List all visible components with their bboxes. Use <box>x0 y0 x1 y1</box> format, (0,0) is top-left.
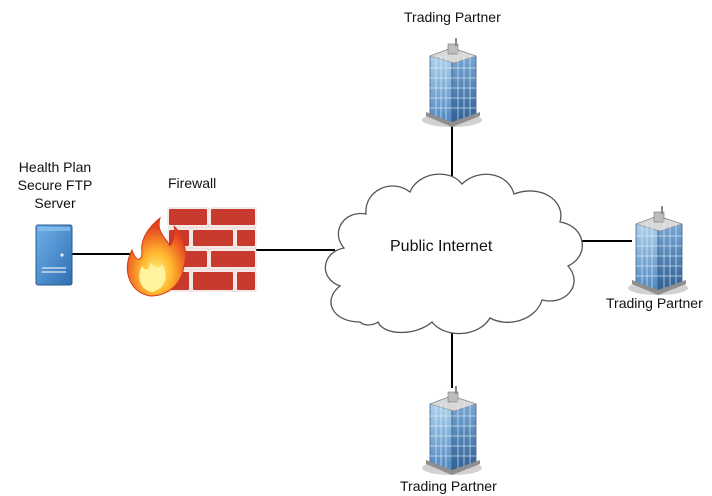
server-label-line-1: Health Plan <box>18 159 92 175</box>
cloud-icon <box>324 173 583 335</box>
building-icon <box>421 385 483 476</box>
building-icon <box>627 205 689 296</box>
trading-partner-bottom-label: Trading Partner <box>400 478 497 494</box>
firewall-icon <box>126 207 257 297</box>
server-icon <box>35 224 73 286</box>
internet-label: Public Internet <box>390 238 493 255</box>
server-label: Health Plan Secure FTP Server <box>6 158 104 212</box>
server-label-line-2: Secure FTP <box>17 177 93 193</box>
trading-partner-top-label: Trading Partner <box>404 9 501 25</box>
building-icon <box>421 37 483 128</box>
trading-partner-right-label: Trading Partner <box>606 295 703 311</box>
firewall-label: Firewall <box>168 175 217 191</box>
connections <box>72 118 632 388</box>
server-label-line-3: Server <box>34 195 76 211</box>
